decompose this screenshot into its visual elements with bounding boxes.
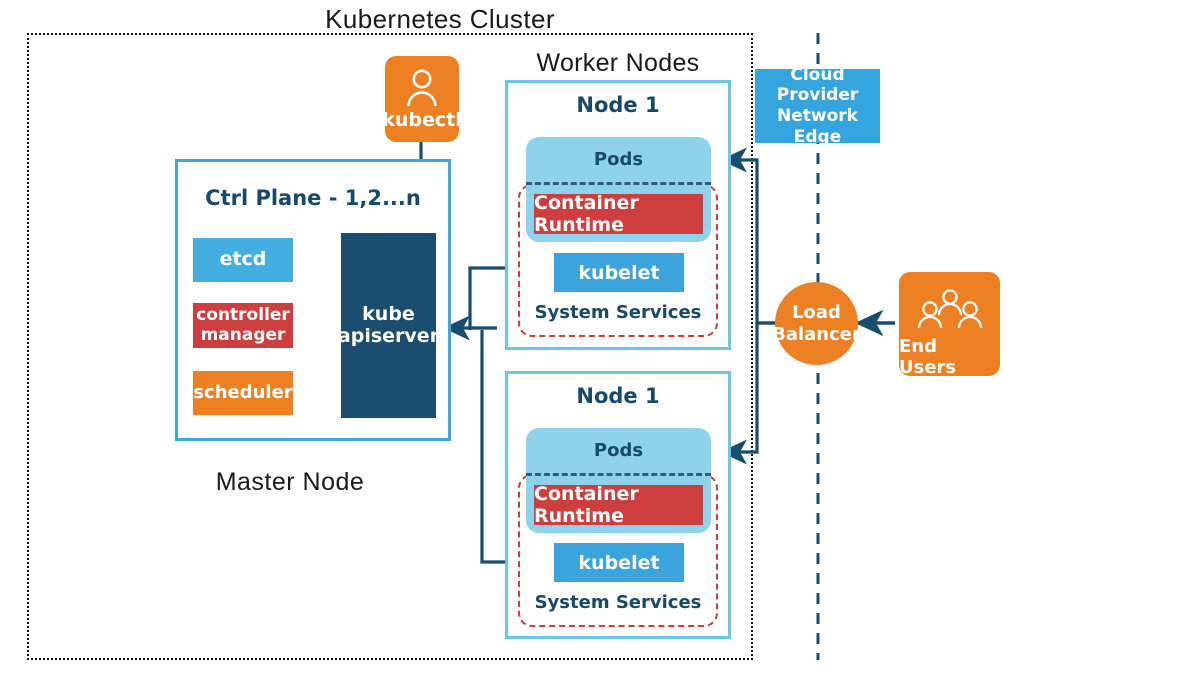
- kube-apiserver-label-line1: kube: [362, 303, 415, 326]
- page-title: Kubernetes Cluster: [325, 4, 555, 34]
- cloud-provider-network-edge-box[interactable]: Cloud Provider Network Edge: [755, 65, 880, 147]
- worker-node-2-pods-divider: [526, 473, 711, 476]
- arrow-lb-to-node2-pods: [720, 321, 775, 465]
- worker-node-1-system-services-label: System Services: [534, 302, 702, 323]
- worker-node-1-title: Node 1: [576, 93, 660, 117]
- kubectl-node[interactable]: kubectl: [382, 56, 462, 142]
- cloud-edge-label-line1: Cloud: [790, 64, 845, 85]
- worker-node-2-system-services-label: System Services: [534, 592, 702, 613]
- etcd-box[interactable]: etcd: [193, 238, 293, 282]
- controller-manager-label-line1: controller: [196, 305, 290, 326]
- controller-manager-box[interactable]: controller manager: [193, 303, 293, 348]
- worker-node-2-kubelet-box[interactable]: kubelet: [554, 543, 684, 582]
- worker-node-1-pods-divider: [526, 182, 711, 185]
- worker-node-2-pods-label: Pods: [593, 440, 644, 461]
- load-balancer-node[interactable]: Load Balancer: [772, 282, 861, 365]
- end-users-label: End Users: [899, 336, 957, 378]
- kubectl-label: kubectl: [382, 109, 462, 131]
- kube-apiserver-box[interactable]: kube apiserver: [337, 233, 440, 418]
- control-plane-title: Ctrl Plane - 1,2...n: [205, 186, 421, 210]
- worker-node-2-title: Node 1: [576, 384, 660, 408]
- load-balancer-label-line1: Load: [792, 301, 841, 323]
- worker-node-2-container-runtime-box[interactable]: Container Runtime: [534, 483, 703, 527]
- cloud-edge-label-line2: Provider: [776, 85, 859, 106]
- controller-manager-label-line2: manager: [200, 324, 286, 345]
- cloud-edge-label-line3: Network Edge: [777, 106, 858, 147]
- master-node-label: Master Node: [215, 468, 365, 496]
- kubernetes-cluster-boundary: [27, 33, 753, 660]
- worker-nodes-title: Worker Nodes: [536, 49, 700, 77]
- scheduler-box[interactable]: scheduler: [193, 371, 293, 415]
- users-group-icon: [917, 289, 982, 329]
- kube-apiserver-label-line2: apiserver: [337, 324, 440, 347]
- worker-node-1-pods-label: Pods: [593, 149, 644, 170]
- end-users-node[interactable]: End Users: [899, 272, 1000, 378]
- load-balancer-label-line2: Balancer: [772, 323, 861, 345]
- worker-node-1-kubelet-box[interactable]: kubelet: [554, 253, 684, 292]
- worker-node-1-container-runtime-box[interactable]: Container Runtime: [534, 192, 703, 236]
- user-icon: [407, 69, 437, 107]
